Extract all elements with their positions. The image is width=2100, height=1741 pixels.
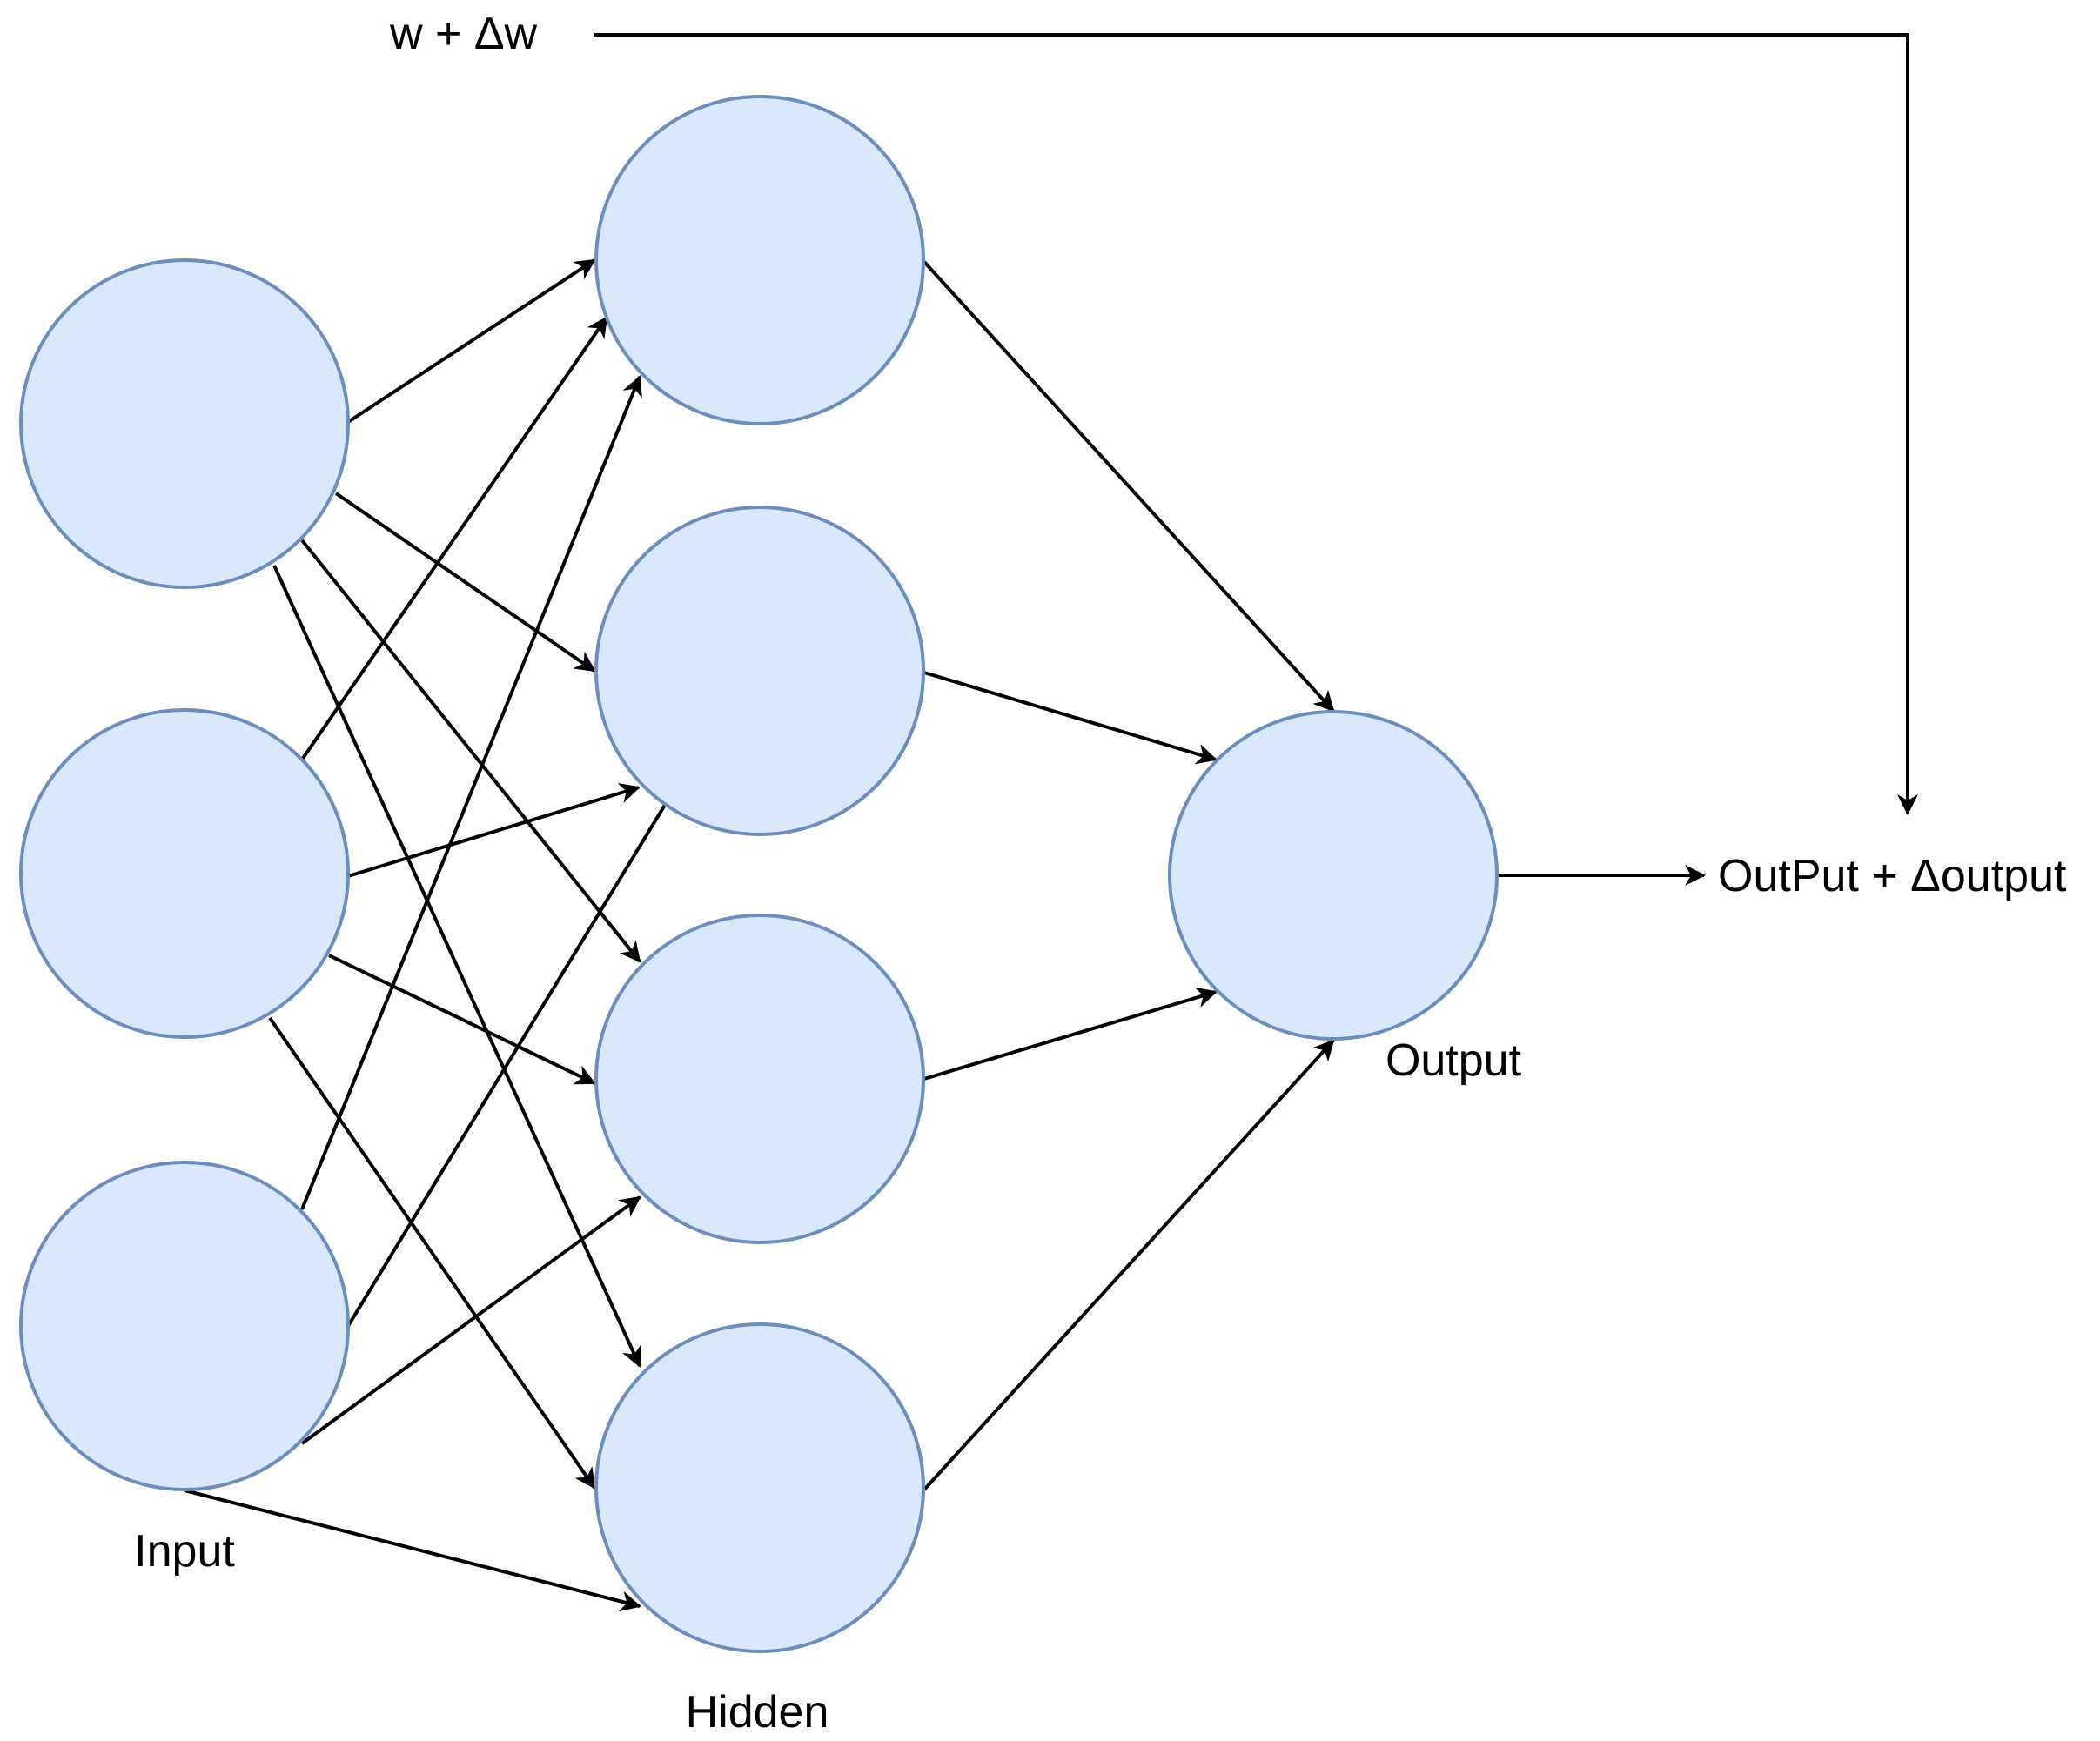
edge-input2-hidden1: [300, 316, 608, 761]
edge-input1-hidden4: [272, 565, 641, 1368]
output-layer: [1168, 710, 1499, 1041]
output-node: [1168, 710, 1499, 1041]
edge-input3-hidden4: [184, 1489, 641, 1612]
input-layer-label: Input: [134, 1526, 235, 1577]
input-node: [19, 1161, 350, 1491]
hidden-node: [594, 95, 925, 425]
edge-hidden4-output: [923, 1039, 1335, 1491]
weight-update-feedback-line: [594, 33, 1918, 815]
edge-input3-hidden1: [300, 375, 642, 1210]
edge-input2-hidden4: [268, 1016, 596, 1490]
hidden-layer: [594, 95, 925, 1653]
output-and-feedback-arrows: [594, 33, 1918, 886]
input-layer: [19, 258, 350, 1491]
hidden-to-output-connections: [923, 260, 1335, 1491]
input-node: [19, 258, 350, 589]
hidden-node: [594, 1322, 925, 1653]
edge-hidden3-output: [923, 987, 1218, 1081]
input-node: [19, 708, 350, 1039]
hidden-node: [594, 506, 925, 836]
hidden-layer-label: Hidden: [686, 1687, 829, 1738]
edge-input1-hidden1: [346, 258, 596, 424]
output-result-label: OutPut + Δoutput: [1718, 851, 2067, 901]
weight-update-label: w + Δw: [389, 9, 538, 59]
edge-input3-hidden3: [300, 1195, 641, 1445]
output-node-label: Output: [1385, 1035, 1522, 1086]
edge-input1-hidden2: [334, 492, 596, 673]
edge-input3-hidden2: [346, 787, 676, 1328]
input-to-hidden-connections: [184, 258, 676, 1612]
edge-hidden1-output: [923, 260, 1335, 713]
edge-input1-hidden3: [300, 539, 641, 963]
edge-input2-hidden2: [347, 782, 641, 878]
edge-hidden2-output: [923, 671, 1218, 765]
edge-input2-hidden3: [328, 954, 596, 1085]
hidden-node: [594, 914, 925, 1244]
